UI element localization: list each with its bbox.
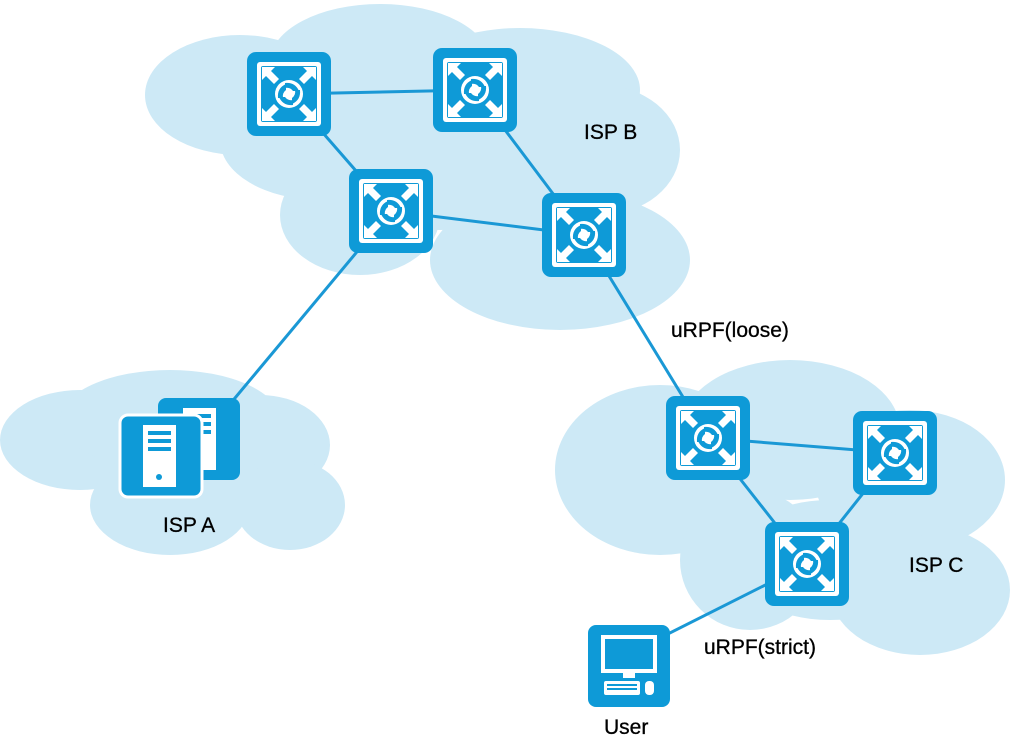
router-icon — [247, 52, 331, 136]
router-icon — [542, 193, 626, 277]
isp-c-label: ISP C — [909, 554, 964, 577]
urpf-strict-label: uRPF(strict) — [704, 636, 816, 659]
server-icon — [118, 398, 240, 499]
router-icon — [433, 48, 517, 132]
router-icon — [765, 522, 849, 606]
user-label: User — [604, 716, 649, 739]
router-icon — [349, 169, 433, 253]
isp-a-label: ISP A — [163, 514, 216, 537]
cloud-isp-b — [145, 4, 690, 330]
pc-icon — [588, 625, 670, 707]
router-icon — [666, 396, 750, 480]
urpf-loose-label: uRPF(loose) — [671, 319, 789, 342]
cloud-isp-c — [555, 360, 1010, 655]
isp-b-label: ISP B — [584, 121, 638, 144]
router-icon — [853, 411, 937, 495]
